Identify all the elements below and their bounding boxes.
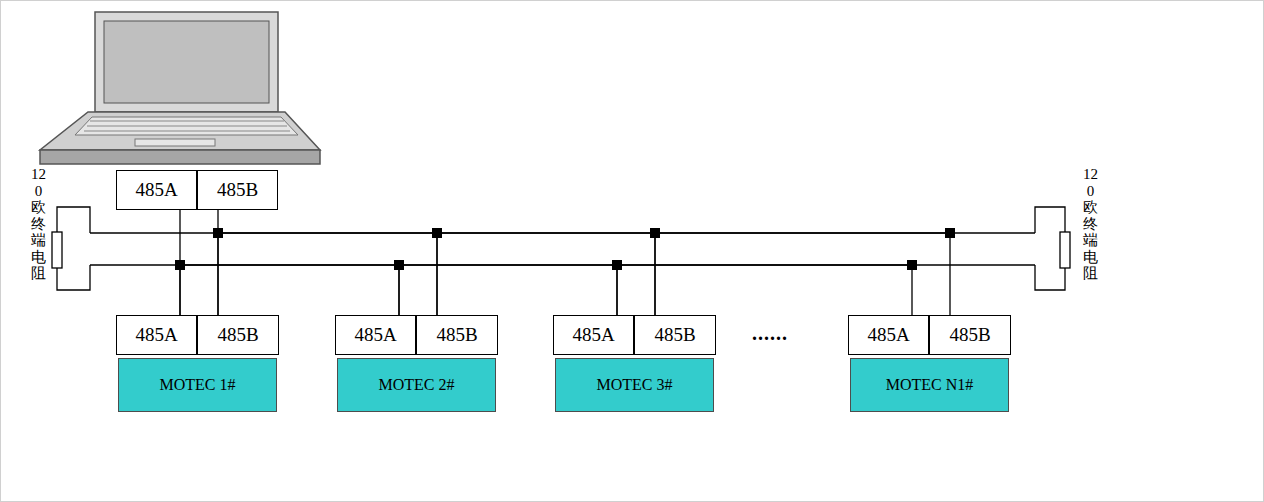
terminal-cell: 485A (335, 315, 416, 355)
laptop-lid (95, 12, 278, 112)
junction-dot (394, 260, 404, 270)
terminal-cell: 485A (848, 315, 929, 355)
terminal-cell: 485B (416, 315, 498, 355)
terminator-wire (1035, 207, 1065, 233)
device-box: MOTEC 1# (118, 358, 277, 412)
laptop-screen (104, 21, 269, 103)
junction-dot (650, 228, 660, 238)
pin-name: 485B (654, 324, 695, 346)
terminator-label: 120 欧终端电阻 (31, 166, 46, 282)
laptop-illustration (40, 12, 320, 164)
resistor-symbol (1060, 232, 1070, 268)
device-name: MOTEC 2# (379, 376, 455, 394)
keyboard-row (90, 121, 284, 122)
terminator-wire (57, 265, 90, 290)
device-box: MOTEC N1# (850, 358, 1009, 412)
junction-dot (612, 260, 622, 270)
pin-name: 485B (949, 324, 990, 346)
pin-name: 485B (436, 324, 477, 346)
terminal-cell: 485A (553, 315, 634, 355)
terminal-cell: 485B (197, 315, 279, 355)
laptop-bottom (40, 150, 320, 164)
device-name: MOTEC 1# (160, 376, 236, 394)
device-name: MOTEC N1# (886, 376, 974, 394)
device-box: MOTEC 2# (337, 358, 496, 412)
device-name: MOTEC 3# (597, 376, 673, 394)
terminal-cell: 485B (634, 315, 716, 355)
bus-wire (437, 233, 655, 315)
bus-wire (180, 265, 399, 315)
resistor-symbol (52, 232, 62, 268)
ellipsis: ...... (752, 322, 788, 345)
laptop-keyboard (75, 117, 298, 135)
laptop-base (40, 112, 320, 150)
junction-dot (213, 228, 223, 238)
pin-name: 485A (135, 179, 177, 201)
pin-name: 485A (867, 324, 909, 346)
bus-wire (399, 265, 617, 315)
pin-name: 485A (354, 324, 396, 346)
terminal-cell: 485B (929, 315, 1011, 355)
bus-wire (617, 265, 912, 315)
junction-dot (175, 260, 185, 270)
bus-lines (52, 207, 1070, 290)
pin-name: 485A (572, 324, 614, 346)
junction-dot (432, 228, 442, 238)
terminal-cell: 485B (197, 170, 278, 210)
keyboard-row (84, 131, 290, 132)
device-box: MOTEC 3# (555, 358, 714, 412)
pin-name: 485B (217, 179, 258, 201)
terminal-cell: 485A (116, 315, 197, 355)
bus-wire (218, 233, 437, 315)
keyboard-rows (84, 121, 290, 131)
terminator-wire (1035, 265, 1065, 290)
terminator-wire (57, 207, 90, 233)
pin-name: 485A (135, 324, 177, 346)
terminator-label: 120 欧终端电阻 (1083, 166, 1098, 282)
laptop-touchpad (135, 139, 215, 146)
pin-name: 485B (217, 324, 258, 346)
keyboard-row (87, 126, 287, 127)
junction-dot (907, 260, 917, 270)
terminal-cell: 485A (116, 170, 197, 210)
bus-wire (655, 233, 950, 315)
junction-dot (945, 228, 955, 238)
